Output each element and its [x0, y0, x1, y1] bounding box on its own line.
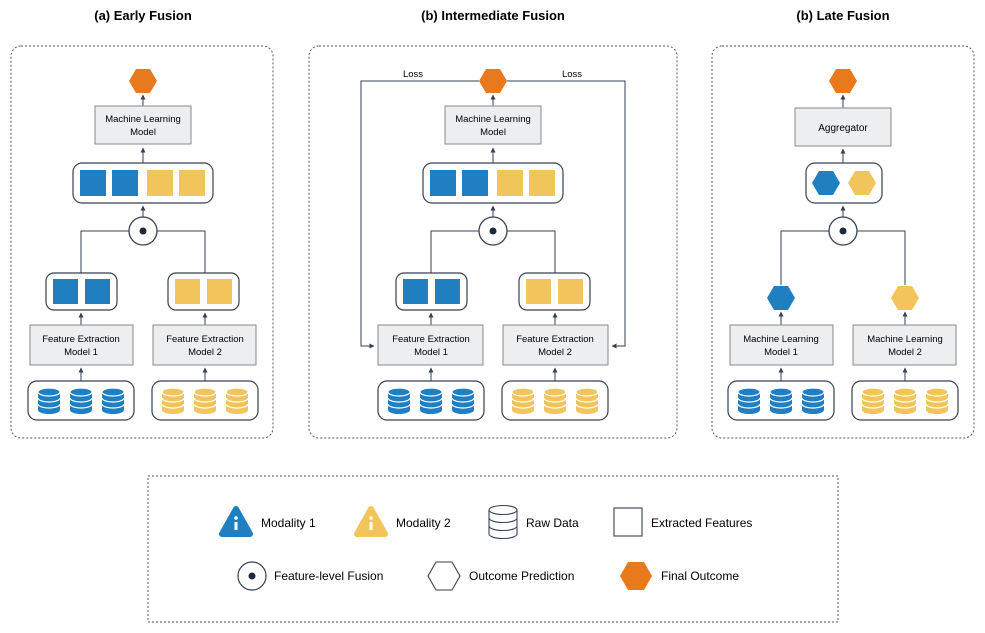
- raw-data-icon: [737, 387, 761, 415]
- raw-data-icon: [225, 387, 249, 415]
- ml-model-label: Machine Learning: [105, 114, 181, 125]
- square-icon: [613, 507, 643, 537]
- feature-modality2: [179, 170, 205, 196]
- modality2-icon: [354, 506, 388, 537]
- title-intermediate-fusion: (b) Intermediate Fusion: [421, 8, 565, 23]
- raw-data-icon: [893, 387, 917, 415]
- legend-modality1: Modality 1: [261, 516, 316, 530]
- ml-label: Machine Learning: [867, 334, 943, 345]
- raw-data-icon: [543, 387, 567, 415]
- ml-model-label: Model: [480, 127, 506, 138]
- final-outcome-icon: [129, 69, 157, 93]
- raw-data-icon: [451, 387, 475, 415]
- ml-label: Model 1: [764, 347, 798, 358]
- loss-label-right: Loss: [562, 69, 582, 80]
- raw-data-icon: [193, 387, 217, 415]
- ml-model-2-box: [852, 324, 957, 366]
- database-icon: [488, 504, 518, 540]
- legend-frame: [147, 475, 839, 623]
- title-late-fusion: (b) Late Fusion: [796, 8, 889, 23]
- loss-feedback-right: [507, 80, 626, 349]
- ml-model-label: Model: [130, 127, 156, 138]
- aggregator-box: [794, 107, 892, 147]
- raw-data-icon: [161, 387, 185, 415]
- fe-label: Model 1: [64, 347, 98, 358]
- legend-feature-fusion: Feature-level Fusion: [274, 569, 383, 583]
- feature-modality2: [147, 170, 173, 196]
- prediction-modality2: [891, 286, 919, 310]
- ml-label: Machine Learning: [743, 334, 819, 345]
- panel-c-frame: [711, 45, 975, 439]
- aggregator-label: Aggregator: [818, 123, 868, 134]
- fe-label: Model 1: [414, 347, 448, 358]
- fusion-node: [128, 216, 158, 246]
- raw-data-icon: [101, 387, 125, 415]
- fusion-node: [828, 216, 858, 246]
- prediction-modality1: [767, 286, 795, 310]
- raw-data-icon: [801, 387, 825, 415]
- ml-model-box: [444, 105, 542, 145]
- fe-label: Feature Extraction: [42, 334, 120, 345]
- legend: Modality 1 Modality 2 Raw Data Extracted…: [147, 475, 839, 623]
- ml-label: Model 2: [888, 347, 922, 358]
- raw-data-icon: [861, 387, 885, 415]
- raw-data-icon: [925, 387, 949, 415]
- final-outcome-icon: [829, 69, 857, 93]
- legend-extracted-features: Extracted Features: [651, 516, 752, 530]
- ml-model-1-box: [729, 324, 834, 366]
- feature-extraction-model-2: [152, 324, 257, 366]
- loss-feedback-left: [360, 80, 479, 349]
- feature-extraction-model-1: [29, 324, 134, 366]
- fe-label: Feature Extraction: [392, 334, 470, 345]
- feature-modality1: [112, 170, 138, 196]
- raw-data-icon: [69, 387, 93, 415]
- feature-modality1: [80, 170, 106, 196]
- panel-early-fusion: (a) Early Fusion Machine Learning Model …: [10, 8, 274, 439]
- legend-modality2: Modality 2: [396, 516, 451, 530]
- raw-data-icon: [575, 387, 599, 415]
- raw-data-icon: [419, 387, 443, 415]
- raw-data-icon: [37, 387, 61, 415]
- legend-final-outcome: Final Outcome: [661, 569, 739, 583]
- legend-outcome-prediction: Outcome Prediction: [469, 569, 574, 583]
- feature-extraction-model-2: [502, 324, 609, 366]
- ml-model-box: [94, 105, 192, 145]
- hexagon-filled-icon: [620, 562, 652, 590]
- legend-raw-data: Raw Data: [526, 516, 579, 530]
- loss-label-left: Loss: [403, 69, 423, 80]
- fe-label: Feature Extraction: [516, 334, 594, 345]
- fe-label: Feature Extraction: [166, 334, 244, 345]
- modality1-icon: [219, 506, 253, 537]
- final-outcome-icon: [479, 69, 507, 93]
- fusion-icon: [237, 561, 267, 591]
- title-early-fusion: (a) Early Fusion: [94, 8, 192, 23]
- combined-features-group: [72, 162, 214, 204]
- raw-data-icon: [387, 387, 411, 415]
- feature-extraction-model-1: [377, 324, 484, 366]
- fe-label: Model 2: [188, 347, 222, 358]
- ml-model-label: Machine Learning: [455, 114, 531, 125]
- raw-data-icon: [511, 387, 535, 415]
- fusion-node: [478, 216, 508, 246]
- fe-label: Model 2: [538, 347, 572, 358]
- panel-b-frame: [308, 45, 678, 439]
- combined-features-group: [422, 162, 564, 204]
- panel-late-fusion: (b) Late Fusion Aggregator Machine Learn…: [711, 8, 975, 439]
- raw-data-icon: [769, 387, 793, 415]
- hexagon-outline-icon: [427, 561, 461, 591]
- panel-intermediate-fusion: (b) Intermediate Fusion Loss Loss Machin…: [308, 8, 678, 439]
- panel-a-frame: [10, 45, 274, 439]
